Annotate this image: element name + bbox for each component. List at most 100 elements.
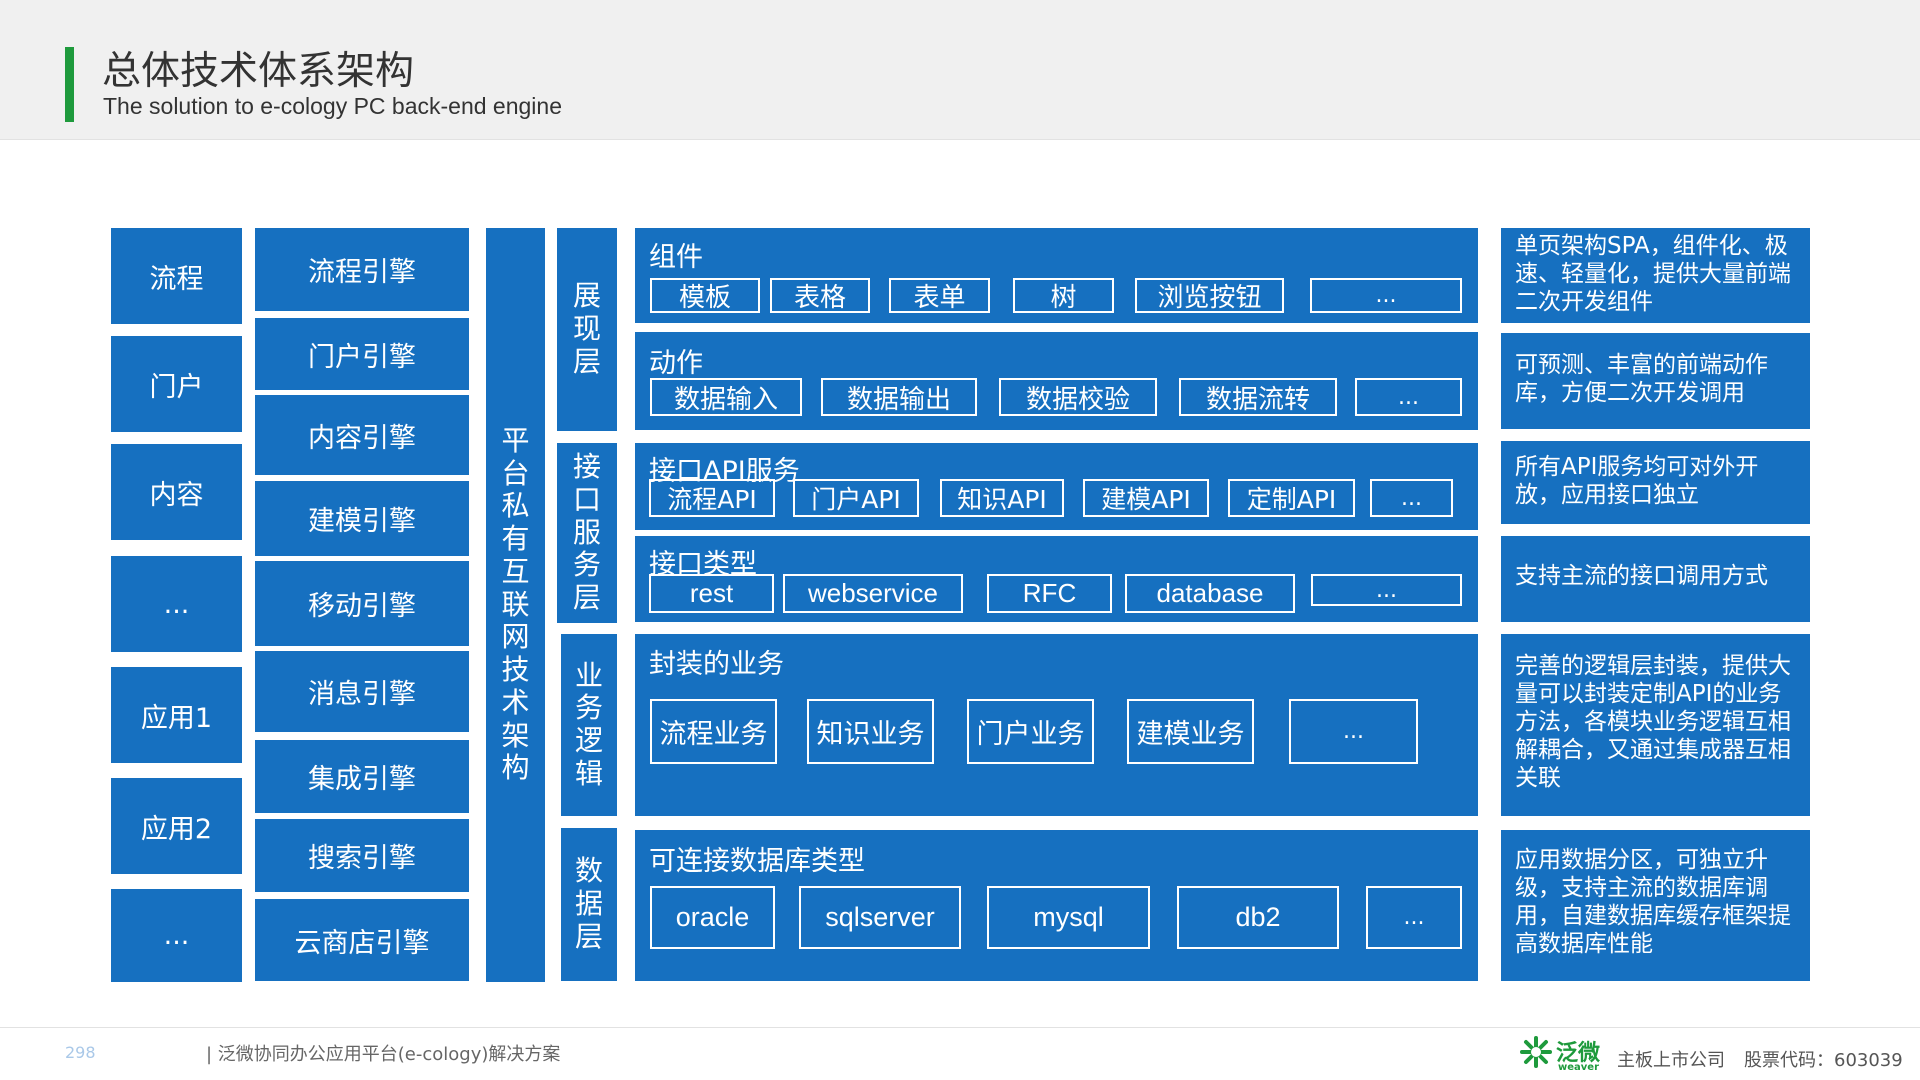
logo-text-cn: 泛微 [1556,1041,1601,1066]
desc-data-layer: 应用数据分区，可独立升级，支持主流的数据库调用，自建数据库缓存框架提高数据库性能 [1501,830,1810,981]
platform-label-char: 互 [501,554,530,588]
platform-label-char: 联 [501,587,530,621]
platform-label-char: 台 [501,456,530,490]
platform-label-char: 构 [501,751,530,785]
layer-presentation: 展 现 层 [557,228,617,431]
component-form-box: 表单 [889,278,990,313]
engine-modeling: 建模引擎 [255,481,469,556]
layer-label-char: 辑 [574,756,603,790]
layer-label-char: 服 [572,515,601,549]
layer-label-char: 层 [572,344,601,378]
layer-label-char: 现 [572,312,601,346]
desc-api-services: 所有API服务均可对外开放，应用接口独立 [1501,441,1810,524]
api-custom-box: 定制API [1228,479,1355,517]
db-db2-box: db2 [1177,886,1339,949]
engine-mobile: 移动引擎 [255,561,469,646]
platform-label-char: 私 [501,489,530,523]
engine-search: 搜索引擎 [255,819,469,892]
panel-encapsulated-business: 封装的业务 流程业务 知识业务 门户业务 建模业务 ... [635,634,1478,816]
action-more-box: ... [1355,378,1462,416]
slide-title: 总体技术体系架构 [102,49,415,94]
interface-rfc-box: RFC [987,574,1112,613]
component-template-box: 模板 [650,278,760,313]
panel-interface-types: 接口类型 rest webservice RFC database ... [635,536,1478,622]
business-knowledge-box: 知识业务 [807,699,934,764]
layer-label-char: 据 [574,887,603,921]
layer-label-char: 口 [572,482,601,516]
panel-components: 组件 模板 表格 表单 树 浏览按钮 ... [635,228,1478,323]
api-more-box: ... [1370,479,1453,517]
interface-more-box: ... [1311,574,1462,606]
layer-label-char: 展 [572,279,601,313]
desc-presentation-actions: 可预测、丰富的前端动作库，方便二次开发调用 [1501,333,1810,429]
stock-code-text: 股票代码：603039 [1744,1050,1903,1071]
panel-title: 组件 [649,242,703,273]
db-mysql-box: mysql [987,886,1150,949]
engine-cloud-store: 云商店引擎 [255,899,469,981]
layer-label-char: 逻 [574,724,603,757]
app-block-content: 内容 [111,444,242,540]
layer-label-char: 业 [574,658,603,692]
db-sqlserver-box: sqlserver [799,886,961,949]
business-workflow-box: 流程业务 [650,699,777,764]
layer-label-char: 层 [574,919,603,953]
db-oracle-box: oracle [650,886,775,949]
api-workflow-box: 流程API [649,479,775,517]
action-data-output-box: 数据输出 [821,378,977,416]
action-data-validate-box: 数据校验 [999,378,1157,416]
app-block-app1: 应用1 [111,667,242,763]
slide-header: 总体技术体系架构 The solution to e-cology PC bac… [0,0,1920,140]
layer-label-char: 务 [572,548,601,582]
desc-presentation-components: 单页架构SPA，组件化、极速、轻量化，提供大量前端二次开发组件 [1501,228,1810,323]
interface-database-box: database [1125,574,1295,613]
logo-text-en: weaver [1558,1062,1600,1073]
panel-title: 动作 [649,348,703,379]
action-data-flow-box: 数据流转 [1179,378,1337,416]
api-portal-box: 门户API [793,479,919,517]
platform-label-char: 架 [501,718,530,752]
panel-api-services: 接口API服务 流程API 门户API 知识API 建模API 定制API ..… [635,443,1478,530]
platform-label-char: 有 [501,522,530,556]
engine-portal: 门户引擎 [255,318,469,390]
platform-label-char: 网 [501,620,530,654]
action-data-input-box: 数据输入 [650,378,802,416]
platform-architecture-label: 平 台 私 有 互 联 网 技 术 架 构 [486,228,545,982]
api-modeling-box: 建模API [1083,479,1209,517]
app-block-more-2: ... [111,889,242,982]
layer-data: 数 据 层 [561,828,617,981]
page-number: 298 [65,1043,96,1062]
panel-title: 封装的业务 [649,649,784,680]
component-tree-box: 树 [1013,278,1114,313]
app-block-workflow: 流程 [111,228,242,324]
layer-label-char: 接 [572,450,601,484]
api-knowledge-box: 知识API [940,479,1064,517]
footer-divider [0,1027,1920,1028]
business-more-box: ... [1289,699,1418,764]
engine-workflow: 流程引擎 [255,228,469,311]
component-browse-button-box: 浏览按钮 [1135,278,1284,313]
app-block-app2: 应用2 [111,778,242,874]
engine-message: 消息引擎 [255,651,469,732]
interface-webservice-box: webservice [783,574,963,613]
component-table-box: 表格 [770,278,870,313]
footer-solution-text: | 泛微协同办公应用平台(e-cology)解决方案 [206,1044,561,1065]
listed-company-text: 主板上市公司 [1617,1050,1725,1071]
app-block-more: ... [111,556,242,652]
platform-label-char: 术 [501,685,530,719]
layer-business-logic: 业 务 逻 辑 [561,634,617,816]
engine-content: 内容引擎 [255,395,469,475]
business-modeling-box: 建模业务 [1127,699,1254,764]
platform-label-char: 技 [501,653,530,687]
app-block-portal: 门户 [111,336,242,432]
interface-rest-box: rest [649,574,774,613]
layer-interface-service: 接 口 服 务 层 [557,443,617,623]
desc-interface-types: 支持主流的接口调用方式 [1501,536,1810,622]
platform-label-char: 平 [501,423,530,457]
desc-business-logic: 完善的逻辑层封装，提供大量可以封装定制API的业务方法，各模块业务逻辑互相解耦合… [1501,634,1810,816]
layer-label-char: 层 [572,581,601,615]
panel-database-types: 可连接数据库类型 oracle sqlserver mysql db2 ... [635,830,1478,981]
panel-title: 可连接数据库类型 [649,846,865,877]
component-more-box: ... [1310,278,1462,313]
layer-label-char: 数 [574,854,603,888]
title-accent-bar [65,47,74,122]
